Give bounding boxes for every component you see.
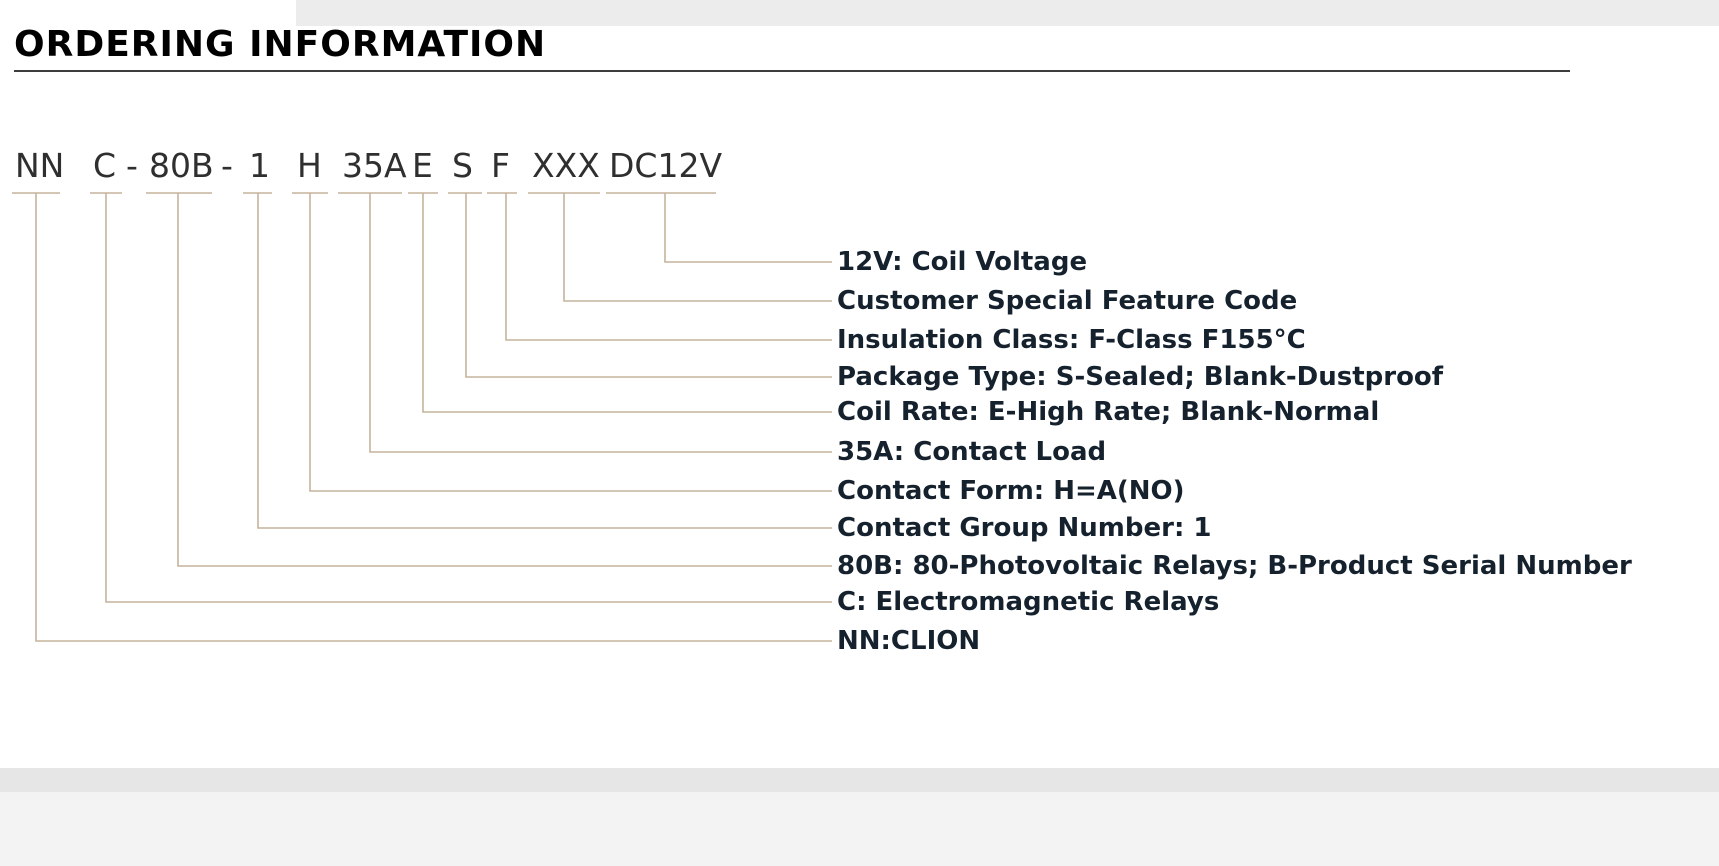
code-token-h: H [297, 146, 322, 185]
code-separator: - [126, 146, 138, 185]
legend-item-package-type: Package Type: S-Sealed; Blank-Dustproof [837, 362, 1444, 392]
connector-35a [369, 193, 832, 453]
code-token-dc12v: DC12V [609, 146, 723, 185]
page-edge-top [296, 0, 1719, 26]
connector-e [422, 193, 832, 413]
code-token-s: S [452, 146, 473, 185]
page-edge-bottom-area [0, 792, 1719, 866]
legend-item-coil-voltage: 12V: Coil Voltage [837, 247, 1088, 277]
page-edge-bottom-band [0, 768, 1719, 792]
connector-f [505, 193, 832, 341]
code-token-xxx: XXX [532, 146, 600, 185]
code-token-nn: NN [15, 146, 65, 185]
connector-80b [177, 193, 832, 567]
code-token-80b: 80B [149, 146, 214, 185]
legend-item-series: 80B: 80-Photovoltaic Relays; B-Product S… [837, 551, 1632, 581]
code-separator: - [221, 146, 233, 185]
legend-item-coil-rate: Coil Rate: E-High Rate; Blank-Normal [837, 397, 1380, 427]
title-rule [14, 70, 1570, 72]
legend-item-contact-load: 35A: Contact Load [837, 437, 1107, 467]
code-token-35a: 35A [342, 146, 407, 185]
connector-nn [35, 193, 832, 642]
connector-dc12v [664, 193, 832, 263]
legend-item-contact-group: Contact Group Number: 1 [837, 513, 1212, 543]
legend-item-insulation-class: Insulation Class: F-Class F155°C [837, 325, 1306, 355]
legend-item-contact-form: Contact Form: H=A(NO) [837, 476, 1185, 506]
connector-h [309, 193, 832, 492]
connector-s [465, 193, 832, 378]
connector-1 [257, 193, 832, 529]
code-token-f: F [491, 146, 510, 185]
code-token-c: C [93, 146, 117, 185]
connector-xxx [563, 193, 832, 302]
connector-c [105, 193, 832, 603]
legend-item-relay-type: C: Electromagnetic Relays [837, 587, 1220, 617]
page-title: ORDERING INFORMATION [14, 24, 547, 65]
code-token-1: 1 [249, 146, 270, 185]
legend-item-special-feature: Customer Special Feature Code [837, 286, 1298, 316]
code-token-e: E [412, 146, 433, 185]
legend-item-brand: NN:CLION [837, 626, 981, 656]
